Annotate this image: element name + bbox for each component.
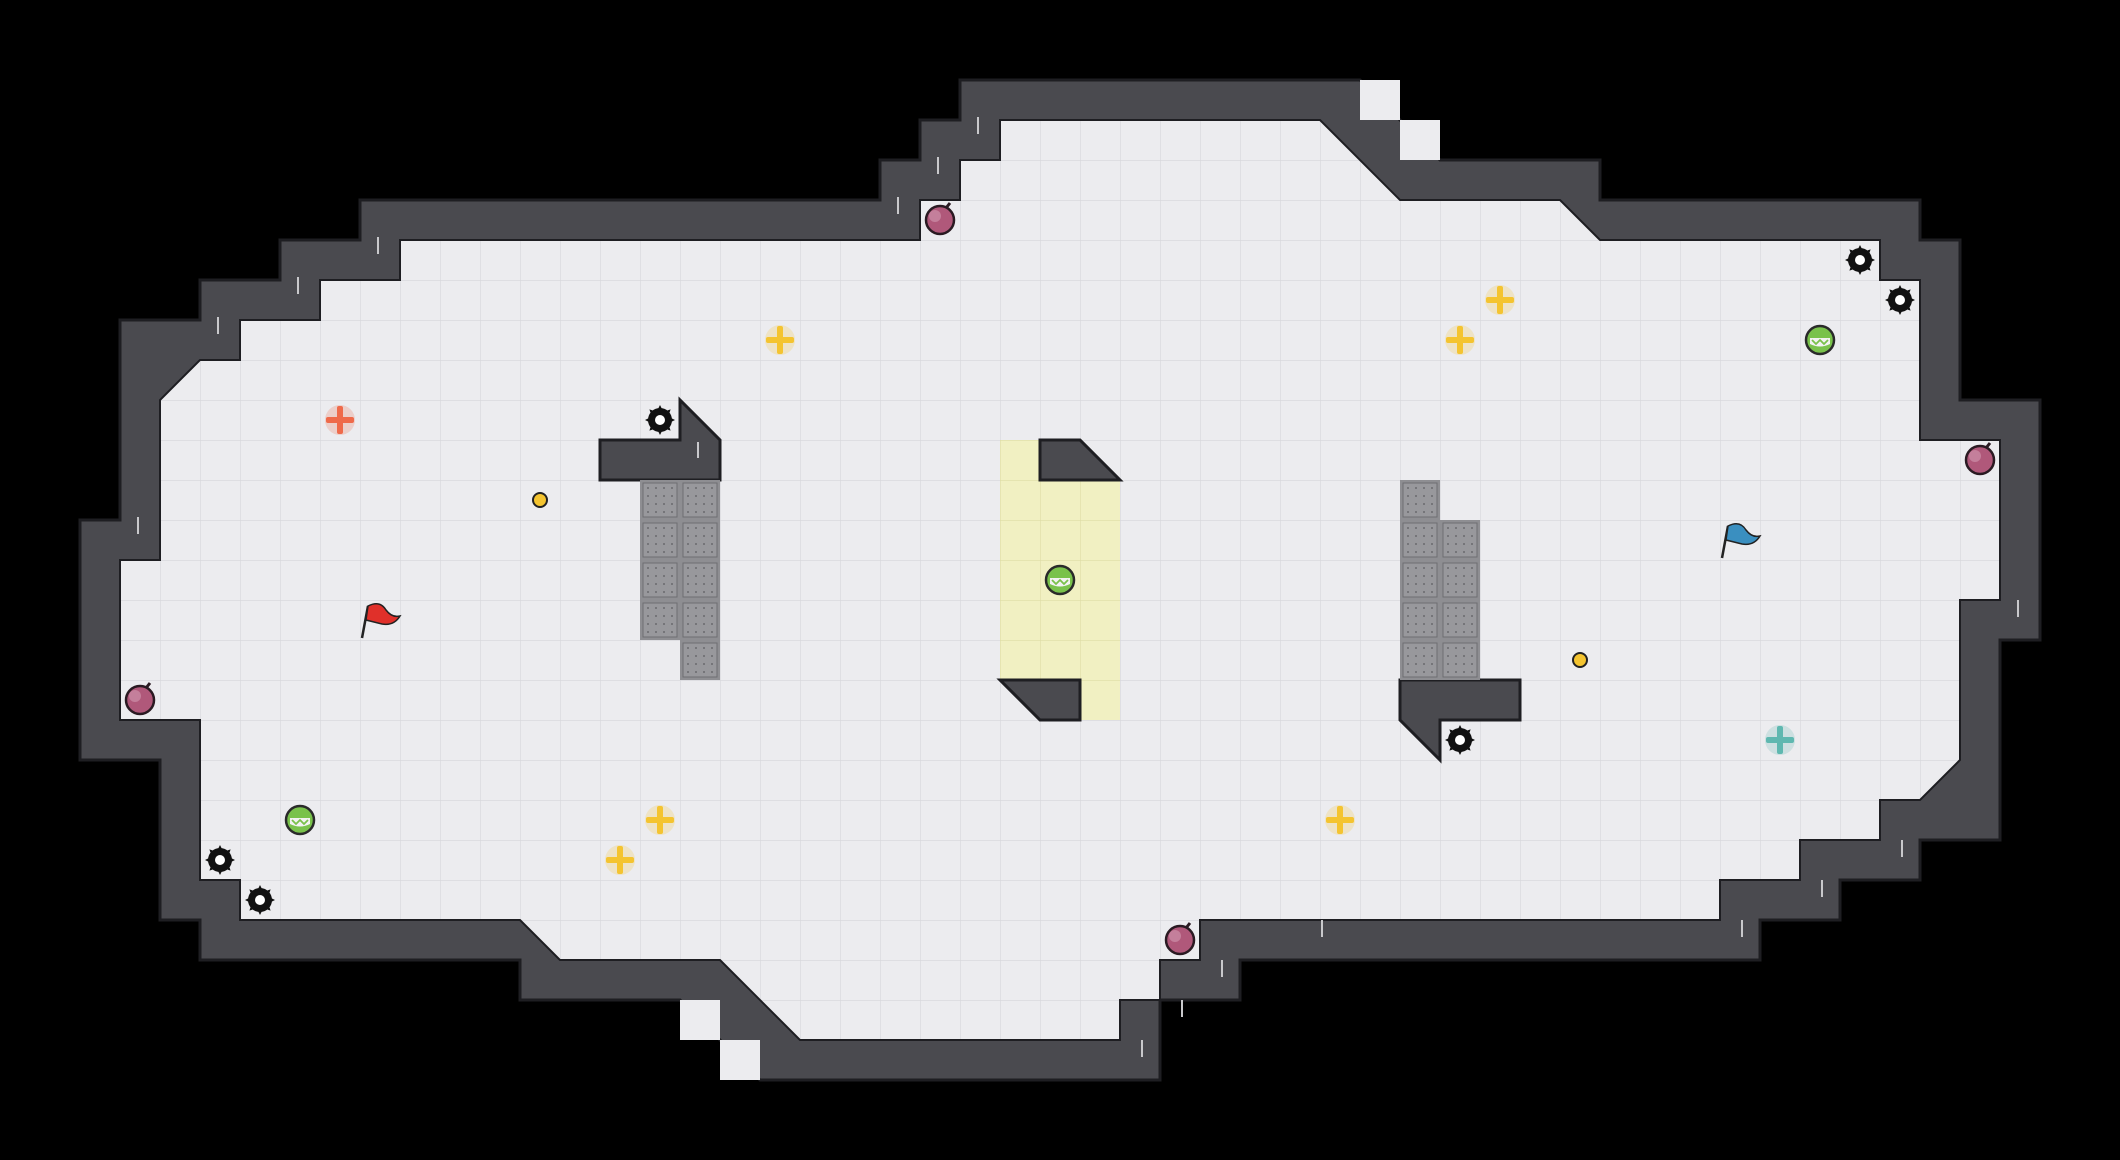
boost-icon [1325, 805, 1355, 835]
spike-icon [245, 885, 275, 915]
button-icon [1572, 652, 1588, 668]
spike-icon [1845, 245, 1875, 275]
floor-patch [680, 1000, 720, 1040]
boost-icon [605, 845, 635, 875]
center-wall-top [1038, 438, 1124, 482]
left-inner-wall [598, 396, 722, 482]
blue-flag-icon [1720, 523, 1762, 559]
jukejuice-icon [1804, 324, 1836, 356]
jukejuice-icon [1044, 564, 1076, 596]
boost-icon [1445, 325, 1475, 355]
speed-tiles-left [640, 480, 720, 680]
floor-patch [720, 1040, 760, 1080]
button-icon [532, 492, 548, 508]
center-wall-bottom [996, 678, 1082, 722]
boost-icon [765, 325, 795, 355]
jukejuice-icon [284, 804, 316, 836]
speed-tiles-right [1400, 480, 1480, 680]
floor-patch [1360, 80, 1400, 120]
wall-notches [137, 117, 2019, 1057]
right-inner-wall [1398, 678, 1522, 764]
spike-icon [1445, 725, 1475, 755]
spike-icon [205, 845, 235, 875]
teal-boost-icon [1765, 725, 1795, 755]
spike-icon [645, 405, 675, 435]
boost-icon [1485, 285, 1515, 315]
red-flag-icon [360, 603, 402, 639]
red-boost-icon [325, 405, 355, 435]
spike-icon [1885, 285, 1915, 315]
boost-icon [645, 805, 675, 835]
floor-patch [1400, 120, 1440, 160]
